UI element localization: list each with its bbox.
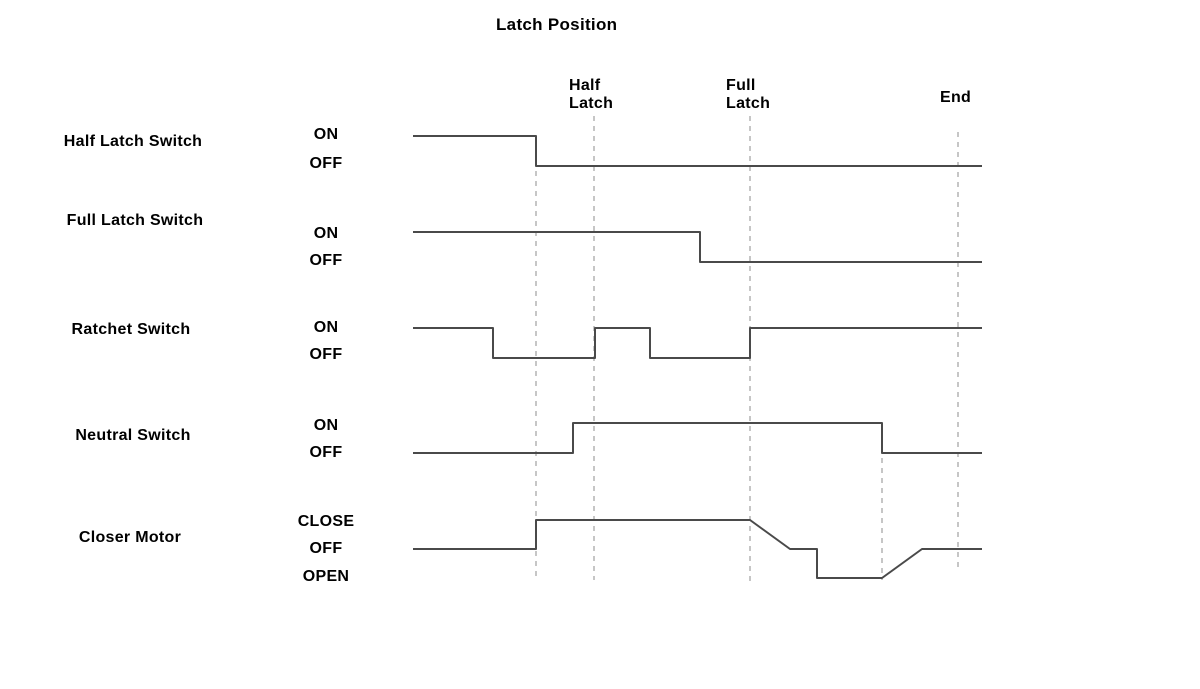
half-latch-switch-waveform [413,135,982,167]
ratchet-switch-level-on: ON [313,319,339,336]
neutral-switch-label: Neutral Switch [75,427,191,444]
neutral-switch-level-on: ON [313,417,339,434]
marker-label-full-latch: Full Latch [726,77,771,112]
full-latch-switch-waveform [413,231,982,263]
half-latch-switch-level-on: ON [313,126,339,143]
closer-motor-level-close: CLOSE [297,513,355,530]
full-latch-switch-level-off: OFF [309,252,343,269]
full-latch-switch-level-on: ON [313,225,339,242]
neutral-switch-level-off: OFF [309,444,343,461]
ratchet-switch-level-off: OFF [309,346,343,363]
marker-label-end: End [940,89,972,106]
half-latch-switch-level-off: OFF [309,155,343,172]
ratchet-switch-label: Ratchet Switch [71,321,191,338]
closer-motor-waveform [413,519,982,579]
neutral-switch-waveform [413,422,982,454]
diagram-title: Latch Position [496,15,618,34]
closer-motor-label: Closer Motor [78,529,182,546]
closer-motor-level-open: OPEN [302,568,350,585]
closer-motor-level-off: OFF [309,540,343,557]
full-latch-switch-label: Full Latch Switch [66,212,204,229]
marker-label-half-latch: Half Latch [569,77,614,112]
ratchet-switch-waveform [413,327,982,359]
half-latch-switch-label: Half Latch Switch [63,133,203,150]
